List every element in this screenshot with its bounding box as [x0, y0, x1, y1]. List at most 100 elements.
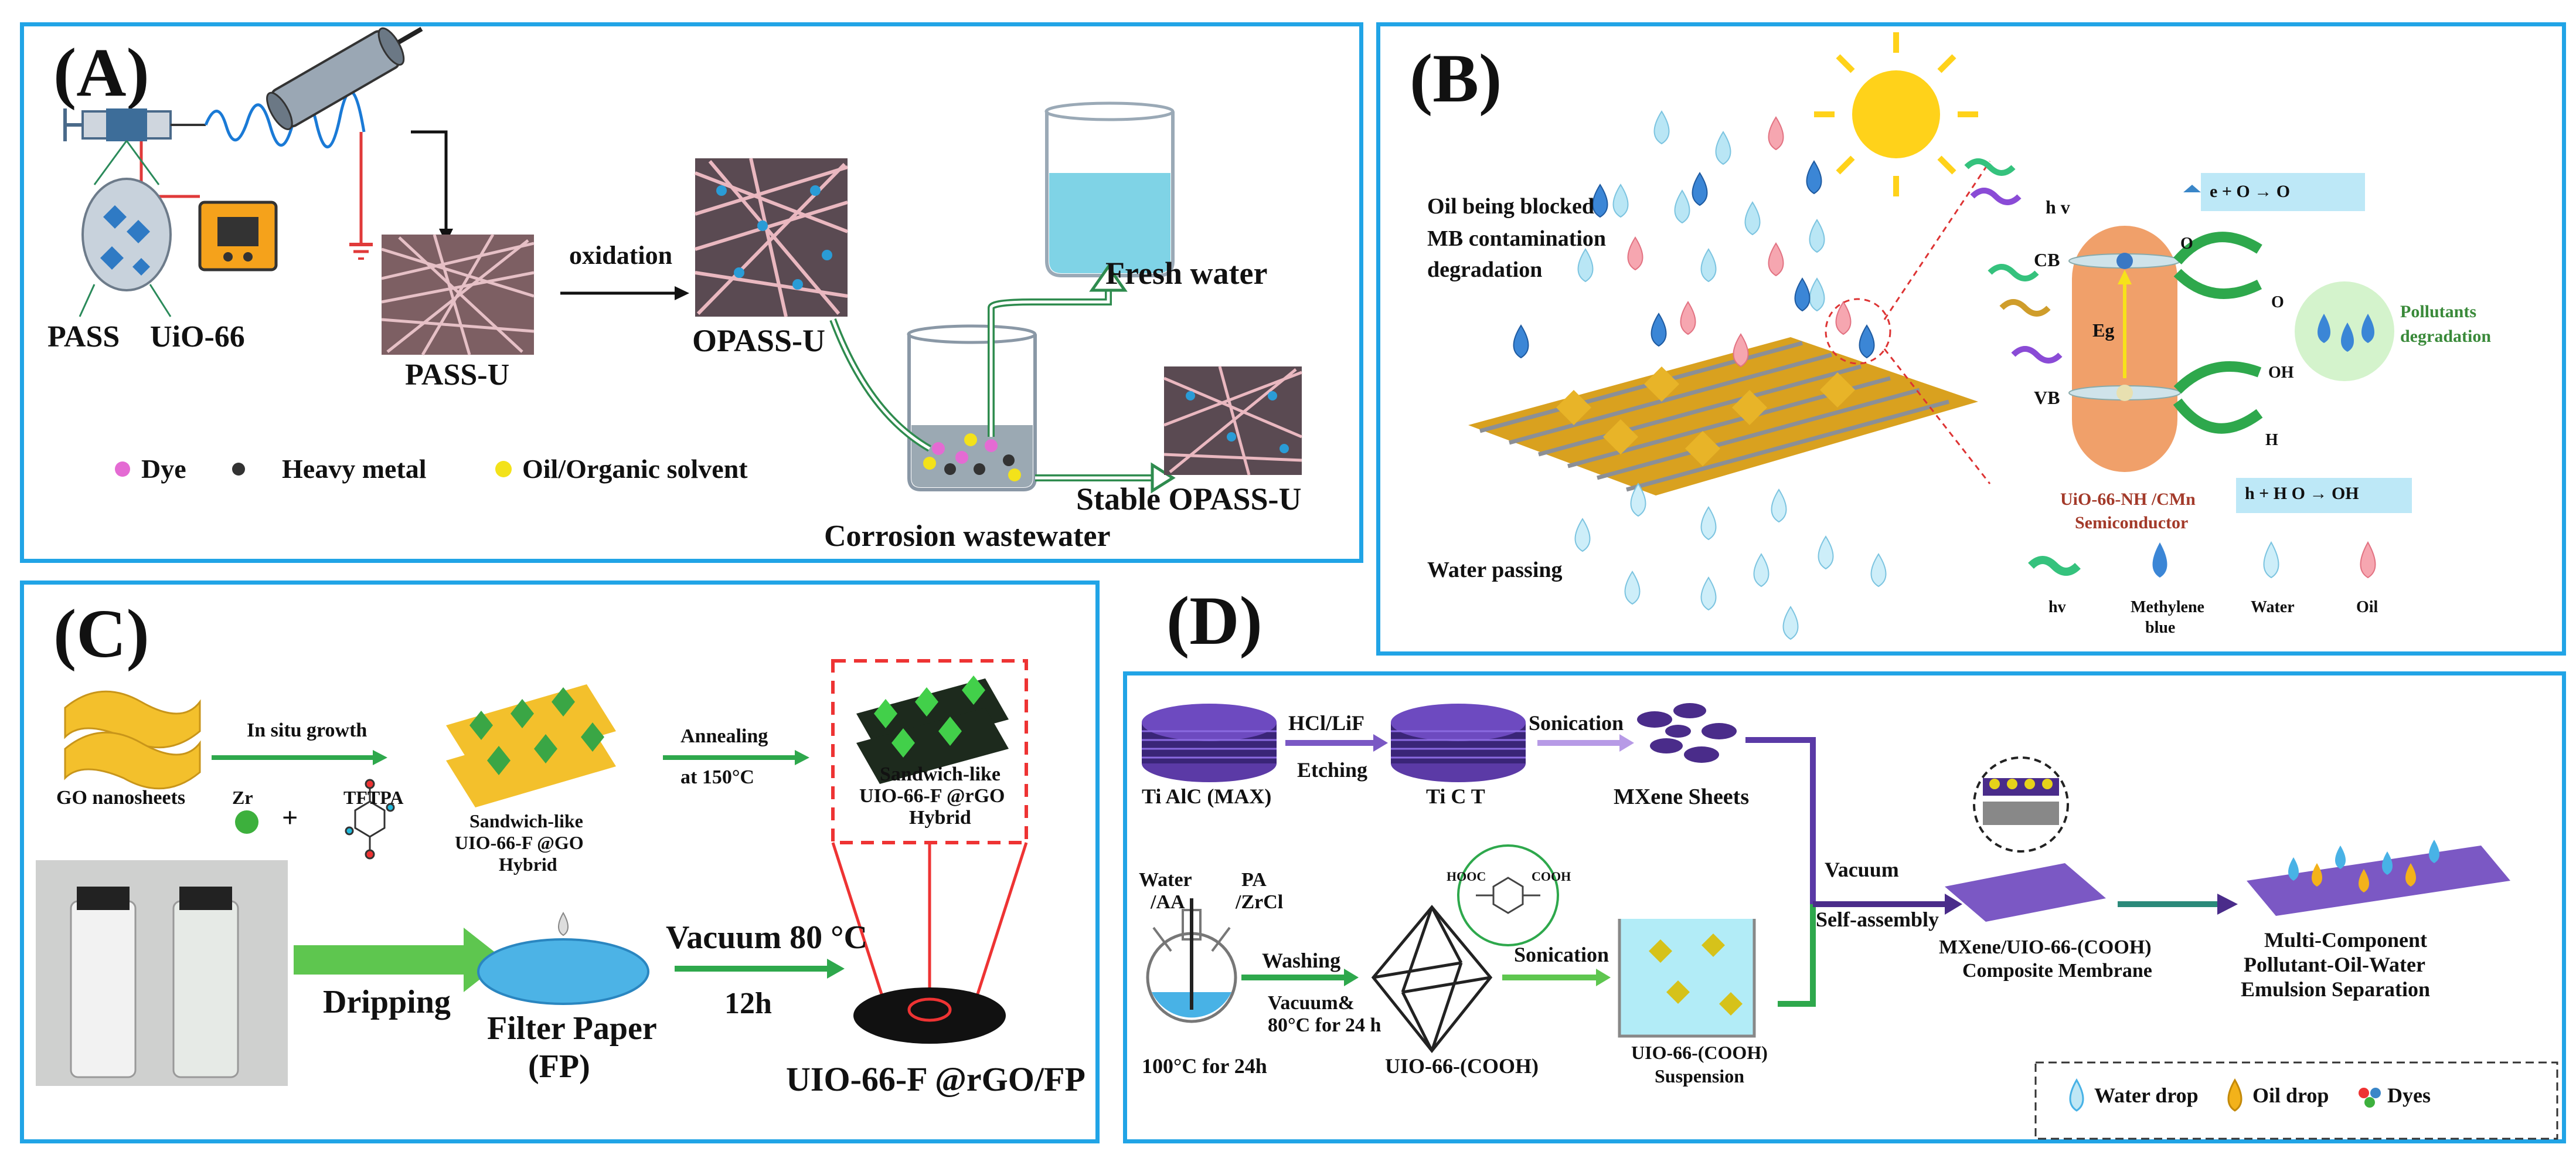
legend-water: Water	[2251, 598, 2295, 616]
label-water-passing: Water passing	[1427, 558, 1563, 582]
label-eq1: e + O → O	[2210, 182, 2291, 201]
label-corrosion-wastewater: Corrosion wastewater	[824, 520, 1111, 553]
syringe-icon	[63, 108, 206, 141]
ti3c2tx-stack-icon	[1391, 704, 1526, 782]
label-h2o: H	[2265, 431, 2278, 449]
go-nanosheets-icon	[64, 690, 201, 790]
label-uio-nh2: UiO-66-NH /CMn	[2060, 490, 2196, 509]
water-legend-icon	[2263, 541, 2279, 579]
label-sandwich-go-1: Sandwich-like	[469, 810, 583, 831]
label-water: Water	[1139, 869, 1192, 891]
label-vb: VB	[2034, 387, 2060, 408]
label-multi-component: Multi-Component	[2264, 928, 2427, 952]
rotating-drum-icon	[266, 26, 423, 130]
uio-go-hybrid-icon	[446, 684, 616, 807]
label-eg: Eg	[2092, 320, 2115, 341]
corrosion-wastewater-beaker	[907, 324, 1037, 491]
power-supply-icon	[198, 201, 278, 271]
tftpa-molecule-icon	[345, 779, 395, 860]
dye-legend-icon	[115, 461, 130, 477]
label-annealing: Annealing	[680, 725, 768, 747]
separation-membrane-icon	[2247, 840, 2510, 916]
cooh-linker-molecule-icon	[1476, 877, 1540, 914]
label-pollutants-degradation: degradation	[2400, 327, 2492, 346]
label-pass: PASS	[47, 320, 120, 354]
label-sandwich-go-3: Hybrid	[499, 854, 557, 875]
fresh-water-beaker	[1044, 101, 1175, 277]
label-pass-u: PASS-U	[405, 358, 510, 392]
droplets-bottom	[1574, 483, 1887, 640]
label-sonication-1: Sonication	[1529, 711, 1624, 735]
mxene-sheets-icon	[1637, 703, 1737, 763]
legend-dyes: Dyes	[2387, 1084, 2431, 1107]
suspension-beaker-icon	[1618, 919, 1756, 1038]
legend-methylene: Methylene	[2131, 598, 2204, 616]
label-opass-u: OPASS-U	[692, 323, 826, 358]
label-pa: PA	[1241, 869, 1267, 891]
panel-b: (B)	[1376, 22, 2566, 656]
mb-legend-icon	[2152, 542, 2167, 578]
label-vacuum-amp: Vacuum&	[1268, 992, 1355, 1014]
label-mxene-sheets: MXene Sheets	[1614, 785, 1750, 809]
dyes-legend-icon	[2359, 1088, 2381, 1108]
label-suspension-uio: UIO-66-(COOH)	[1631, 1042, 1768, 1063]
label-12h: 12h	[724, 987, 772, 1020]
label-oil-blocked: Oil being blocked	[1427, 194, 1595, 219]
label-hcl-lif: HCl/LiF	[1288, 711, 1365, 735]
label-100c-24h: 100°C for 24h	[1142, 1054, 1267, 1078]
uio-rgo-hybrid-icon	[856, 675, 1009, 784]
legend-box	[2034, 1061, 2558, 1140]
label-in-situ-growth: In situ growth	[247, 719, 367, 741]
panel-c-label: (C)	[53, 595, 149, 672]
electrospray-jet	[204, 90, 366, 148]
water-drop-legend-icon	[2069, 1078, 2084, 1112]
label-aa: /AA	[1151, 891, 1185, 913]
label-sandwich-go-2: UIO-66-F @GO	[455, 832, 584, 853]
label-pollutant-oil-water: Pollutant-Oil-Water	[2244, 953, 2425, 976]
legend-heavy-metal: Heavy metal	[282, 454, 427, 484]
label-stable-opass-u: Stable OPASS-U	[1076, 481, 1302, 517]
opass-u-fiber-mat	[694, 158, 849, 317]
uio-66-cooh-octahedron-icon	[1371, 905, 1493, 1054]
label-membrane-2: Composite Membrane	[1962, 960, 2152, 982]
mof-particle-ellipse	[79, 140, 172, 317]
panel-b-label: (B)	[1410, 40, 1502, 117]
label-fp: (FP)	[528, 1048, 590, 1085]
label-zr: Zr	[232, 787, 253, 808]
label-sonication-2: Sonication	[1514, 943, 1609, 966]
label-semiconductor: Semiconductor	[2075, 513, 2189, 532]
panel-d-graphics	[1142, 703, 2558, 1140]
panel-a-label: (A)	[53, 34, 149, 111]
uio-rgo-fp-disc	[853, 987, 1006, 1044]
label-mb-contamination: MB contamination	[1427, 226, 1607, 251]
panel-a: (A)	[20, 22, 1363, 563]
label-vacuum: Vacuum	[1825, 858, 1899, 881]
membrane-mesh	[1468, 337, 1978, 495]
eq1-box	[2201, 173, 2365, 211]
legend-dye: Dye	[141, 454, 186, 484]
label-cooh: COOH	[1532, 869, 1571, 884]
label-hooc: HOOC	[1447, 869, 1486, 884]
label-vacuum-80: Vacuum 80 °C	[666, 919, 867, 956]
panel-b-graphics	[1468, 32, 2412, 640]
zr-ion-icon	[235, 810, 258, 834]
label-eq2: h + H O → OH	[2245, 484, 2359, 503]
label-o2: O	[2180, 235, 2193, 253]
label-zrcl4: /ZrCl	[1236, 891, 1284, 913]
label-self-assembly: Self-assembly	[1816, 908, 1939, 931]
panel-d: HCl/LiF Etching Ti AlC (MAX) Ti C T Soni…	[1123, 671, 2566, 1143]
label-ti3c2tx: Ti C T	[1426, 785, 1485, 808]
panel-c: (C)	[20, 580, 1100, 1143]
label-washing: Washing	[1262, 949, 1341, 972]
bottles-photo	[36, 860, 288, 1086]
label-oxidation: oxidation	[569, 241, 673, 270]
panel-a-graphics	[63, 26, 1302, 494]
legend-oil: Oil	[2356, 598, 2378, 616]
panel-d-label: (D)	[1166, 582, 1263, 659]
label-plus: +	[282, 802, 298, 833]
label-filter-paper: Filter Paper	[487, 1010, 657, 1047]
legend-oil-solvent: Oil/Organic solvent	[522, 454, 748, 484]
label-dripping: Dripping	[323, 984, 451, 1020]
label-uio-cooh: UIO-66-(COOH)	[1385, 1054, 1539, 1078]
label-sandwich-rgo-3: Hybrid	[909, 807, 971, 829]
